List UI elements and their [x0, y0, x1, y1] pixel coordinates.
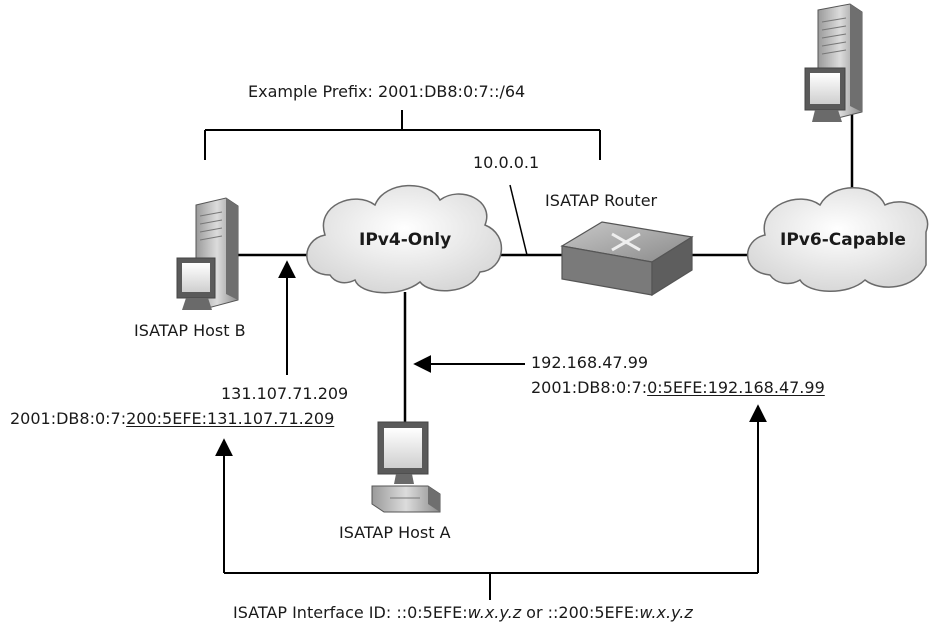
host-b-ipv6-prefix: 2001:DB8:0:7:: [10, 409, 127, 428]
interface-id-prefix: ISATAP Interface ID: ::0:5EFE:: [233, 603, 468, 622]
ipv4-cloud: [306, 184, 502, 294]
prefix-label: Example Prefix: 2001:DB8:0:7::/64: [248, 82, 526, 101]
router-addr-leader: [509, 184, 528, 256]
address-arrows: [278, 260, 525, 375]
router-label: ISATAP Router: [545, 191, 658, 210]
interface-id-bracket: [215, 404, 767, 600]
host-a-label: ISATAP Host A: [339, 523, 451, 542]
ipv6-cloud-label: IPv6-Capable: [780, 230, 906, 250]
interface-id-var1: w.x.y.z: [467, 603, 522, 622]
host-b-ipv6-iid: 200:5EFE:131.107.71.209: [126, 409, 335, 428]
host-b-label: ISATAP Host B: [134, 321, 246, 340]
isatap-router-icon: [560, 221, 694, 297]
host-a-ipv6-iid: 0:5EFE:192.168.47.99: [647, 378, 825, 397]
host-a-ipv6-prefix: 2001:DB8:0:7:: [531, 378, 648, 397]
interface-id-label: ISATAP Interface ID: ::0:5EFE:w.x.y.z or…: [233, 603, 693, 623]
router-ipv4-label: 10.0.0.1: [473, 153, 540, 172]
ipv6-cloud: [746, 187, 929, 292]
host-a-ipv4: 192.168.47.99: [531, 353, 649, 372]
host-a-ipv6: 2001:DB8:0:7:0:5EFE:192.168.47.99: [531, 378, 825, 398]
host-b-server-icon: [176, 197, 239, 310]
ipv4-cloud-label: IPv4-Only: [359, 230, 452, 250]
host-a-pc-icon: [371, 421, 441, 513]
interface-id-middle: or ::200:5EFE:: [521, 603, 640, 622]
prefix-bracket: [204, 110, 601, 160]
host-b-ipv4: 131.107.71.209: [221, 384, 349, 403]
interface-id-var2: w.x.y.z: [639, 603, 693, 622]
host-b-ipv6: 2001:DB8:0:7:200:5EFE:131.107.71.209: [10, 409, 334, 429]
ipv6-server-icon: [804, 3, 863, 122]
